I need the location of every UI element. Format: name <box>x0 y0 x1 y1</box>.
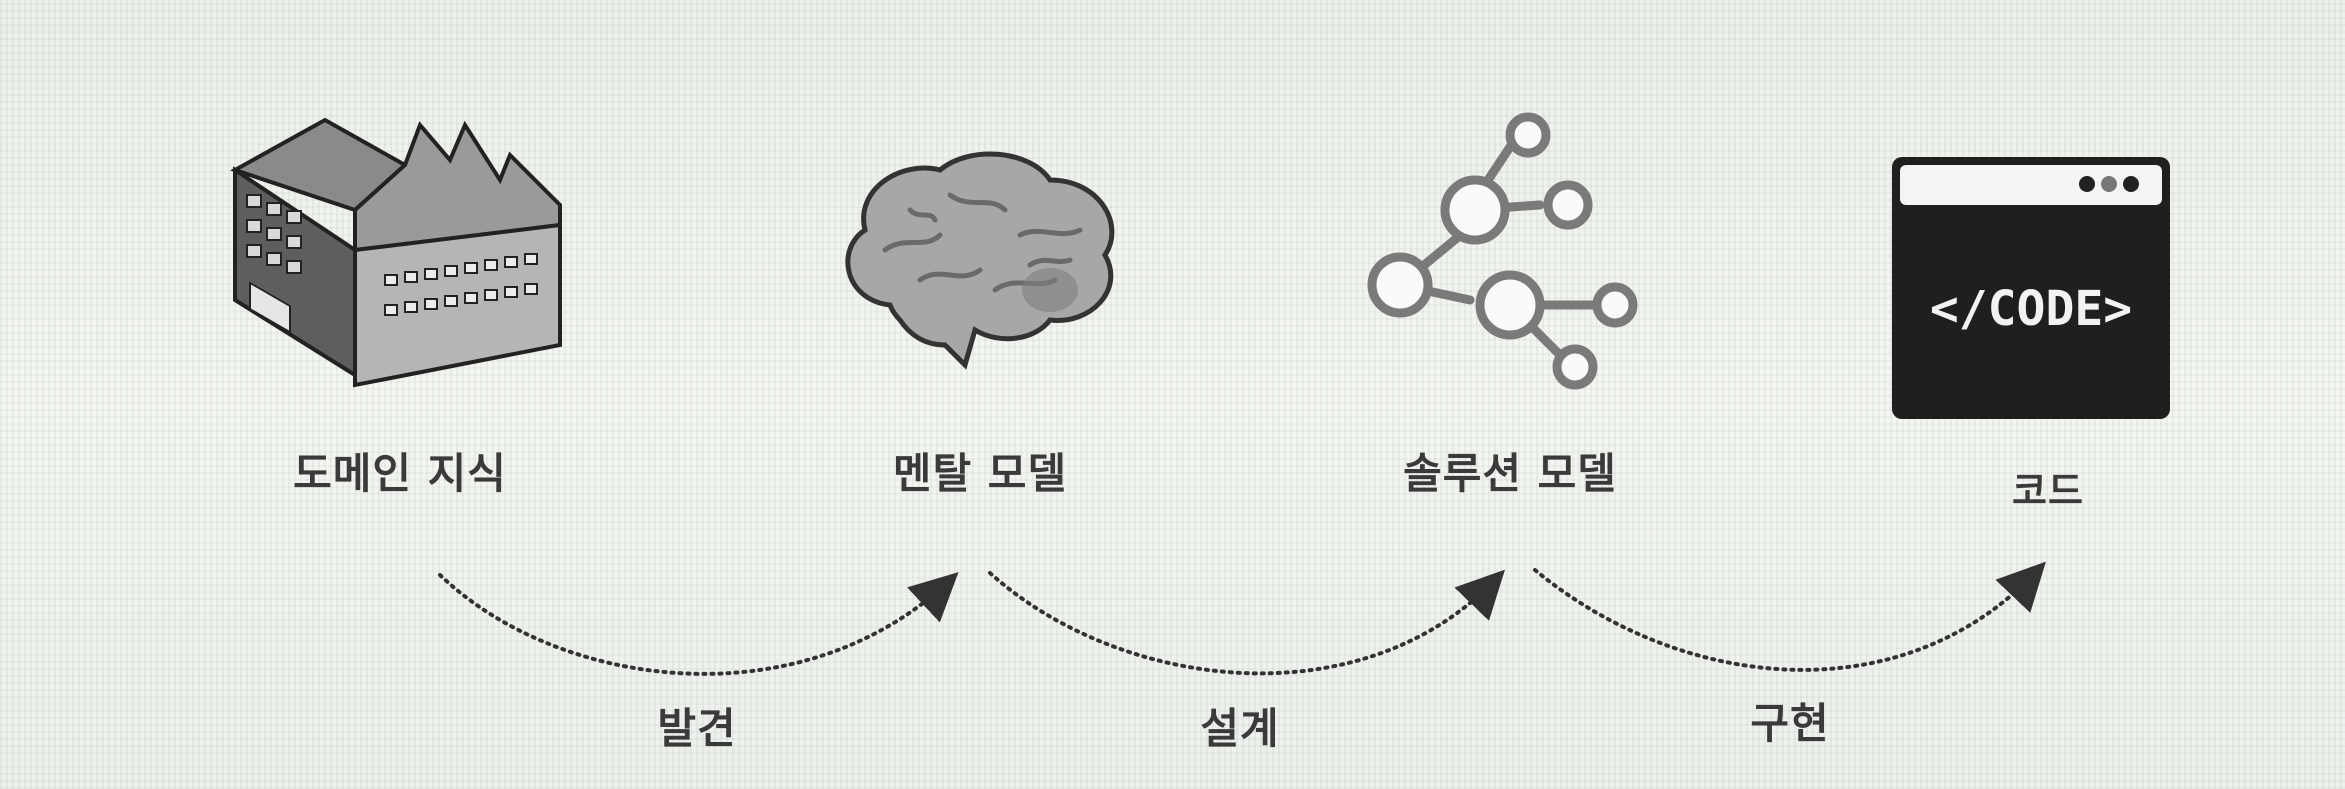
transition-label-design: 설계 <box>1200 704 1280 753</box>
node-label-solution-model: 솔루션 모델 <box>1403 449 1617 498</box>
transition-label-discover: 발견 <box>657 704 737 753</box>
arc-discover <box>438 572 959 676</box>
code-window-icon: </CODE> <box>1890 155 2172 421</box>
node-label-mental-model: 멘탈 모델 <box>892 449 1068 498</box>
network-graph-icon <box>1367 112 1638 390</box>
node-label-domain-knowledge: 도메인 지식 <box>293 449 507 498</box>
transition-label-implement: 구현 <box>1750 699 1830 748</box>
code-window-frame <box>1892 157 2170 419</box>
factory-icon <box>230 117 562 388</box>
arc-implement <box>1533 561 2046 672</box>
brain-icon <box>845 151 1115 370</box>
code-window-text: </CODE> <box>1929 281 2133 337</box>
node-label-code: 코드 <box>2012 469 2084 513</box>
arc-design <box>988 569 1506 676</box>
